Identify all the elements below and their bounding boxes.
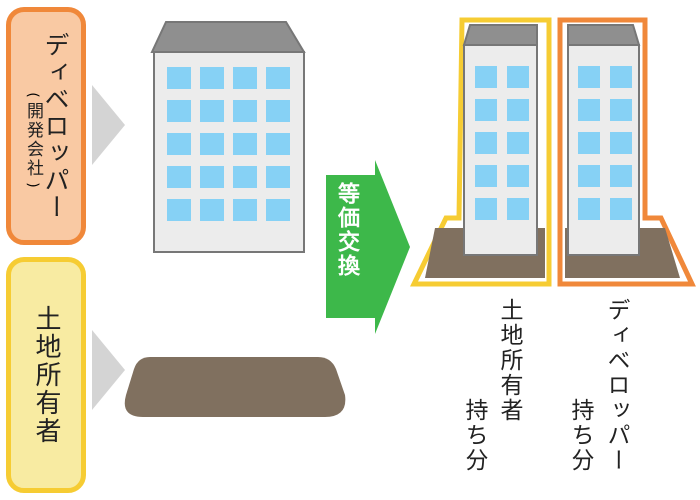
window xyxy=(266,100,290,122)
exchange-label: 等価交換 xyxy=(334,182,359,278)
window xyxy=(610,198,632,220)
window xyxy=(200,100,224,122)
window xyxy=(475,165,497,187)
window xyxy=(167,166,191,188)
developer-sub-label: 開発会社 xyxy=(23,101,43,178)
developer-share-group xyxy=(557,17,696,287)
window xyxy=(200,166,224,188)
window xyxy=(167,133,191,155)
land-owner-box: 土地所有者 xyxy=(6,257,86,493)
building-icon xyxy=(150,21,306,253)
owner-share-sub-label: 持ち分 xyxy=(461,398,487,473)
window xyxy=(578,165,600,187)
window xyxy=(167,199,191,221)
window xyxy=(507,66,529,88)
window xyxy=(475,132,497,154)
chevron-icon-bottom xyxy=(92,330,125,410)
exchange-arrow-icon xyxy=(326,160,410,334)
window xyxy=(266,133,290,155)
window xyxy=(200,67,224,89)
window xyxy=(200,133,224,155)
window xyxy=(266,67,290,89)
window xyxy=(266,166,290,188)
window xyxy=(233,67,257,89)
window xyxy=(610,132,632,154)
developer-sub-group: ( 開発会社 ) xyxy=(23,32,43,192)
window xyxy=(233,100,257,122)
developer-label-group: ディベロッパー ( 開発会社 ) xyxy=(23,31,70,221)
window xyxy=(578,66,600,88)
owner-share-label: 土地所有者 xyxy=(496,298,522,423)
land-icon xyxy=(124,357,346,417)
window xyxy=(507,165,529,187)
window xyxy=(475,66,497,88)
window xyxy=(167,67,191,89)
window xyxy=(475,99,497,121)
window xyxy=(610,165,632,187)
developer-box: ディベロッパー ( 開発会社 ) xyxy=(6,7,86,245)
window xyxy=(610,99,632,121)
chevron-icon-top xyxy=(92,85,125,165)
window xyxy=(507,132,529,154)
developer-share-label: ディベロッパー xyxy=(603,298,629,473)
owner-share-group xyxy=(410,17,552,287)
window xyxy=(507,99,529,121)
window xyxy=(610,66,632,88)
window xyxy=(233,133,257,155)
window xyxy=(507,198,529,220)
window xyxy=(578,198,600,220)
developer-share-sub-label: 持ち分 xyxy=(567,398,593,473)
window xyxy=(578,99,600,121)
window xyxy=(578,132,600,154)
window xyxy=(233,166,257,188)
window xyxy=(200,199,224,221)
window xyxy=(233,199,257,221)
land-owner-label: 土地所有者 xyxy=(31,305,61,445)
window xyxy=(475,198,497,220)
window xyxy=(167,100,191,122)
developer-label: ディベロッパー xyxy=(41,31,70,221)
window xyxy=(266,199,290,221)
